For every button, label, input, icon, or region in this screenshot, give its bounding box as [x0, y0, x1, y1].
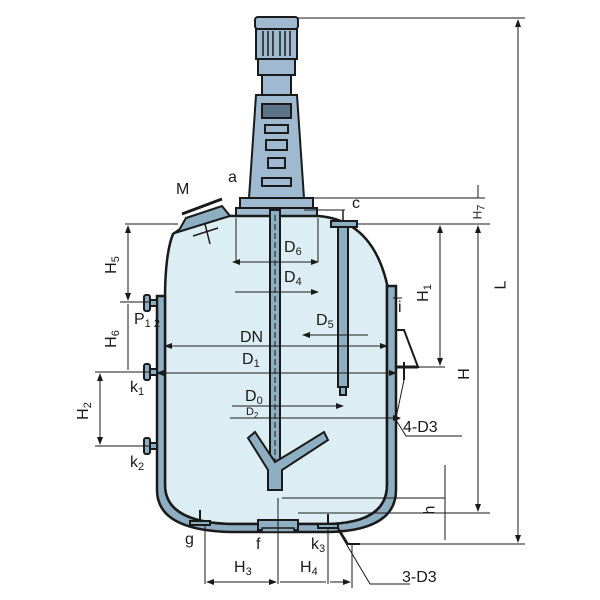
d5-base: D [316, 312, 328, 329]
label-4-D3: 4-D3 [403, 419, 438, 436]
label-k3: k3 [311, 537, 325, 555]
k2-base: k [130, 454, 138, 471]
dim-H6: H6 [102, 330, 122, 348]
h4-sub: 4 [311, 566, 318, 578]
label-DN: DN [240, 329, 264, 346]
h7-base: H [470, 210, 485, 220]
label-3-D3: 3-D3 [402, 569, 437, 586]
h5-sub: 5 [109, 256, 122, 263]
k1-base: k [130, 379, 138, 396]
label-c: c [352, 195, 360, 212]
dim-H1: H1 [414, 284, 434, 302]
label-P12: P1 2 [134, 312, 160, 330]
manhole [175, 197, 232, 245]
label-D1: D1 [242, 352, 260, 370]
p12-sub: 1 2 [144, 318, 160, 330]
label-D2: D2 [246, 407, 258, 420]
d4-base: D [284, 269, 296, 286]
label-D6: D6 [284, 240, 302, 258]
label-D4: D4 [284, 270, 302, 288]
d6-sub: 6 [295, 246, 302, 258]
h6-sub: 6 [109, 330, 122, 337]
label-D0: D0 [245, 389, 263, 407]
label-D5: D5 [316, 313, 334, 331]
agitator [246, 209, 330, 491]
label-a: a [228, 169, 237, 186]
label-k2: k2 [130, 455, 144, 473]
dim-H3: H3 [234, 560, 252, 578]
h3-base: H [234, 559, 246, 576]
d6-base: D [284, 239, 296, 256]
label-f: f [256, 536, 261, 553]
motor-assembly [235, 16, 318, 217]
d1-base: D [242, 351, 254, 368]
h6-base: H [102, 336, 120, 348]
dim-H7: H7 [470, 204, 488, 220]
p12-base: P [134, 311, 145, 328]
d0-sub: 0 [256, 395, 263, 407]
dim-H5: H5 [102, 256, 122, 274]
k3-base: k [311, 536, 319, 553]
h2-sub: 2 [81, 402, 94, 409]
d2-base: D [246, 406, 254, 418]
label-k1: k1 [130, 380, 144, 398]
dim-H2: H2 [74, 402, 94, 420]
dim-h: h [421, 505, 439, 515]
h1-base: H [414, 290, 432, 302]
h4-base: H [300, 559, 312, 576]
dim-H: H [455, 368, 473, 380]
thermowell [330, 210, 358, 396]
d4-sub: 4 [295, 276, 302, 288]
k3-sub: 3 [319, 543, 326, 555]
d5-sub: 5 [327, 319, 334, 331]
h5-base: H [102, 262, 120, 274]
support-lugs [396, 329, 420, 380]
label-M: M [176, 181, 190, 198]
label-i: i [398, 299, 402, 316]
dim-H4: H4 [300, 560, 318, 578]
h1-sub: 1 [421, 284, 434, 291]
d2-sub: 2 [253, 411, 259, 420]
feet [189, 510, 360, 545]
dim-L: L [492, 280, 510, 290]
h2-base: H [74, 408, 92, 420]
k2-sub: 2 [138, 461, 145, 473]
d0-base: D [245, 388, 257, 405]
dimension-lines [95, 17, 525, 588]
label-g: g [185, 531, 194, 548]
h3-sub: 3 [245, 566, 252, 578]
k1-sub: 1 [138, 386, 145, 398]
d1-sub: 1 [253, 358, 260, 370]
h7-sub: 7 [475, 204, 488, 211]
